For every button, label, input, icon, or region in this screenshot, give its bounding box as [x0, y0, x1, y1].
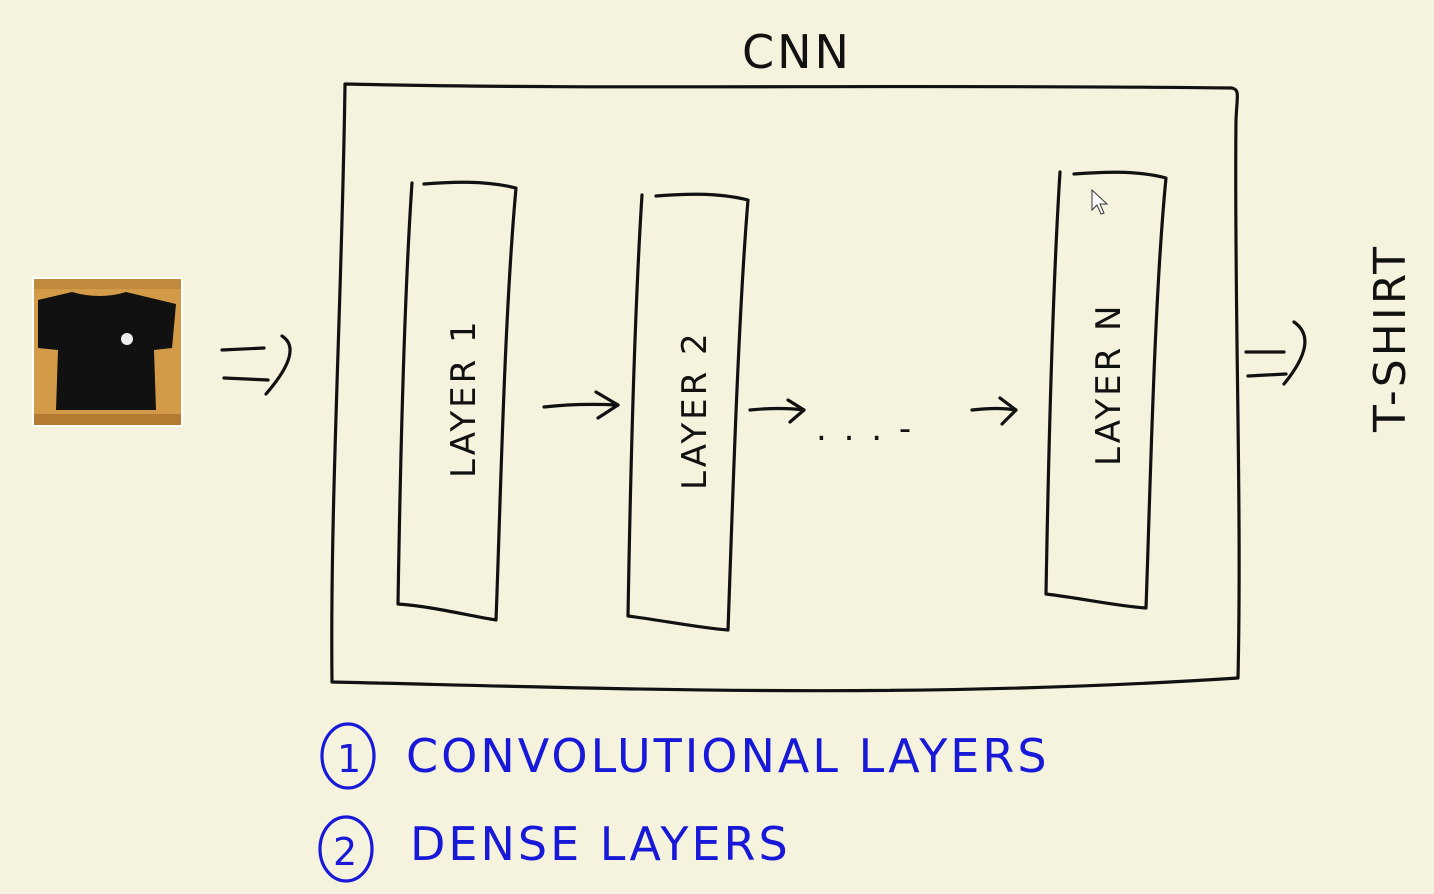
layer-2-label: LAYER 2 — [675, 330, 715, 490]
note-2-text: DENSE LAYERS — [410, 817, 791, 871]
output-arrow — [1244, 320, 1307, 386]
arrow-layer1-to-layer2 — [542, 390, 620, 420]
layer-1-label: LAYER 1 — [444, 318, 484, 478]
cnn-box — [330, 82, 1241, 693]
layer-n-label: LAYER N — [1089, 303, 1129, 466]
note-2: 2 DENSE LAYERS — [318, 815, 791, 883]
note-2-number: 2 — [333, 830, 360, 874]
mouse-cursor-icon — [1091, 188, 1109, 215]
note-2-number-circle — [318, 815, 374, 883]
layer-1-block: LAYER 1 — [396, 180, 518, 622]
ellipsis: . . . - — [816, 409, 914, 449]
diagram-title: CNN — [742, 25, 852, 79]
note-1-number: 1 — [337, 737, 364, 781]
note-1: 1 CONVOLUTIONAL LAYERS — [320, 722, 1050, 790]
arrow-ellipsis-to-layer-n — [970, 396, 1018, 426]
output-label: T-SHIRT — [1365, 244, 1416, 433]
layer-n-block: LAYER N — [1044, 170, 1168, 610]
note-1-number-circle — [320, 722, 376, 790]
layer-2-block: LAYER 2 — [626, 192, 750, 632]
input-image — [32, 277, 183, 427]
arrow-layer2-to-ellipsis — [748, 398, 806, 424]
input-arrow — [220, 334, 292, 396]
note-1-text: CONVOLUTIONAL LAYERS — [406, 729, 1050, 783]
